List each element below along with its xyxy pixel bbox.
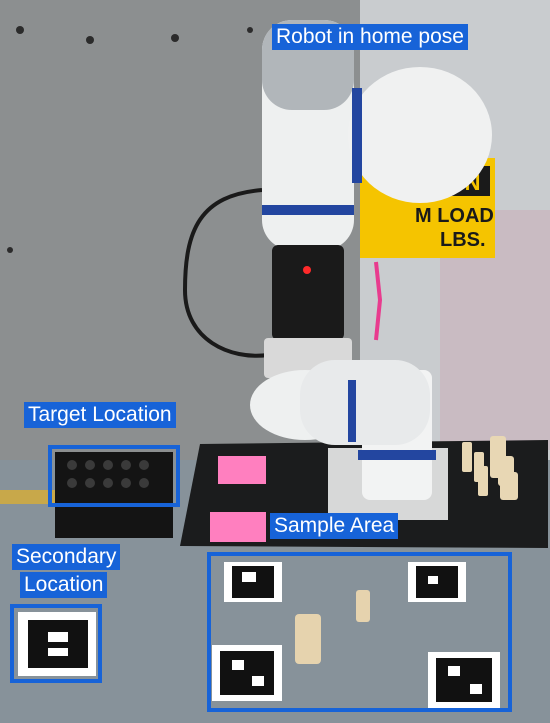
forearm-ring [348,380,356,442]
label-sample: Sample Area [270,513,399,539]
label-secondary-line2: Location [20,572,108,598]
vial-group [462,436,518,500]
wall-holes [7,26,253,253]
sample-vial-large [295,614,321,664]
aruco-marker-2 [408,562,466,602]
aruco-marker-secondary [18,612,96,676]
label-robot: Robot in home pose [272,24,468,50]
end-effector [272,245,344,340]
pink-pad-bottom [210,512,266,542]
base-ring [358,450,436,460]
aruco-marker-4 [428,652,500,708]
status-led [303,266,311,274]
aruco-marker-1 [224,562,282,602]
sample-area-box [207,552,512,712]
shoulder-joint [348,67,492,203]
sign-line2: M LOAD [415,205,494,227]
rack-holes [67,460,149,488]
sign-line3: LBS. [440,229,486,251]
yellow-edge [0,490,60,504]
forearm [300,360,430,445]
shoulder-ring [352,88,362,183]
sample-vial-small [356,590,370,622]
robot-cable [182,188,269,358]
target-location-box [48,445,180,507]
wrist-ring [262,205,354,215]
aruco-marker-3 [212,645,282,701]
secondary-location-box [10,604,102,683]
pink-chain [374,261,383,341]
label-target: Target Location [24,402,176,428]
label-secondary-line1: Secondary [12,544,121,570]
pink-pad-top [218,456,266,484]
